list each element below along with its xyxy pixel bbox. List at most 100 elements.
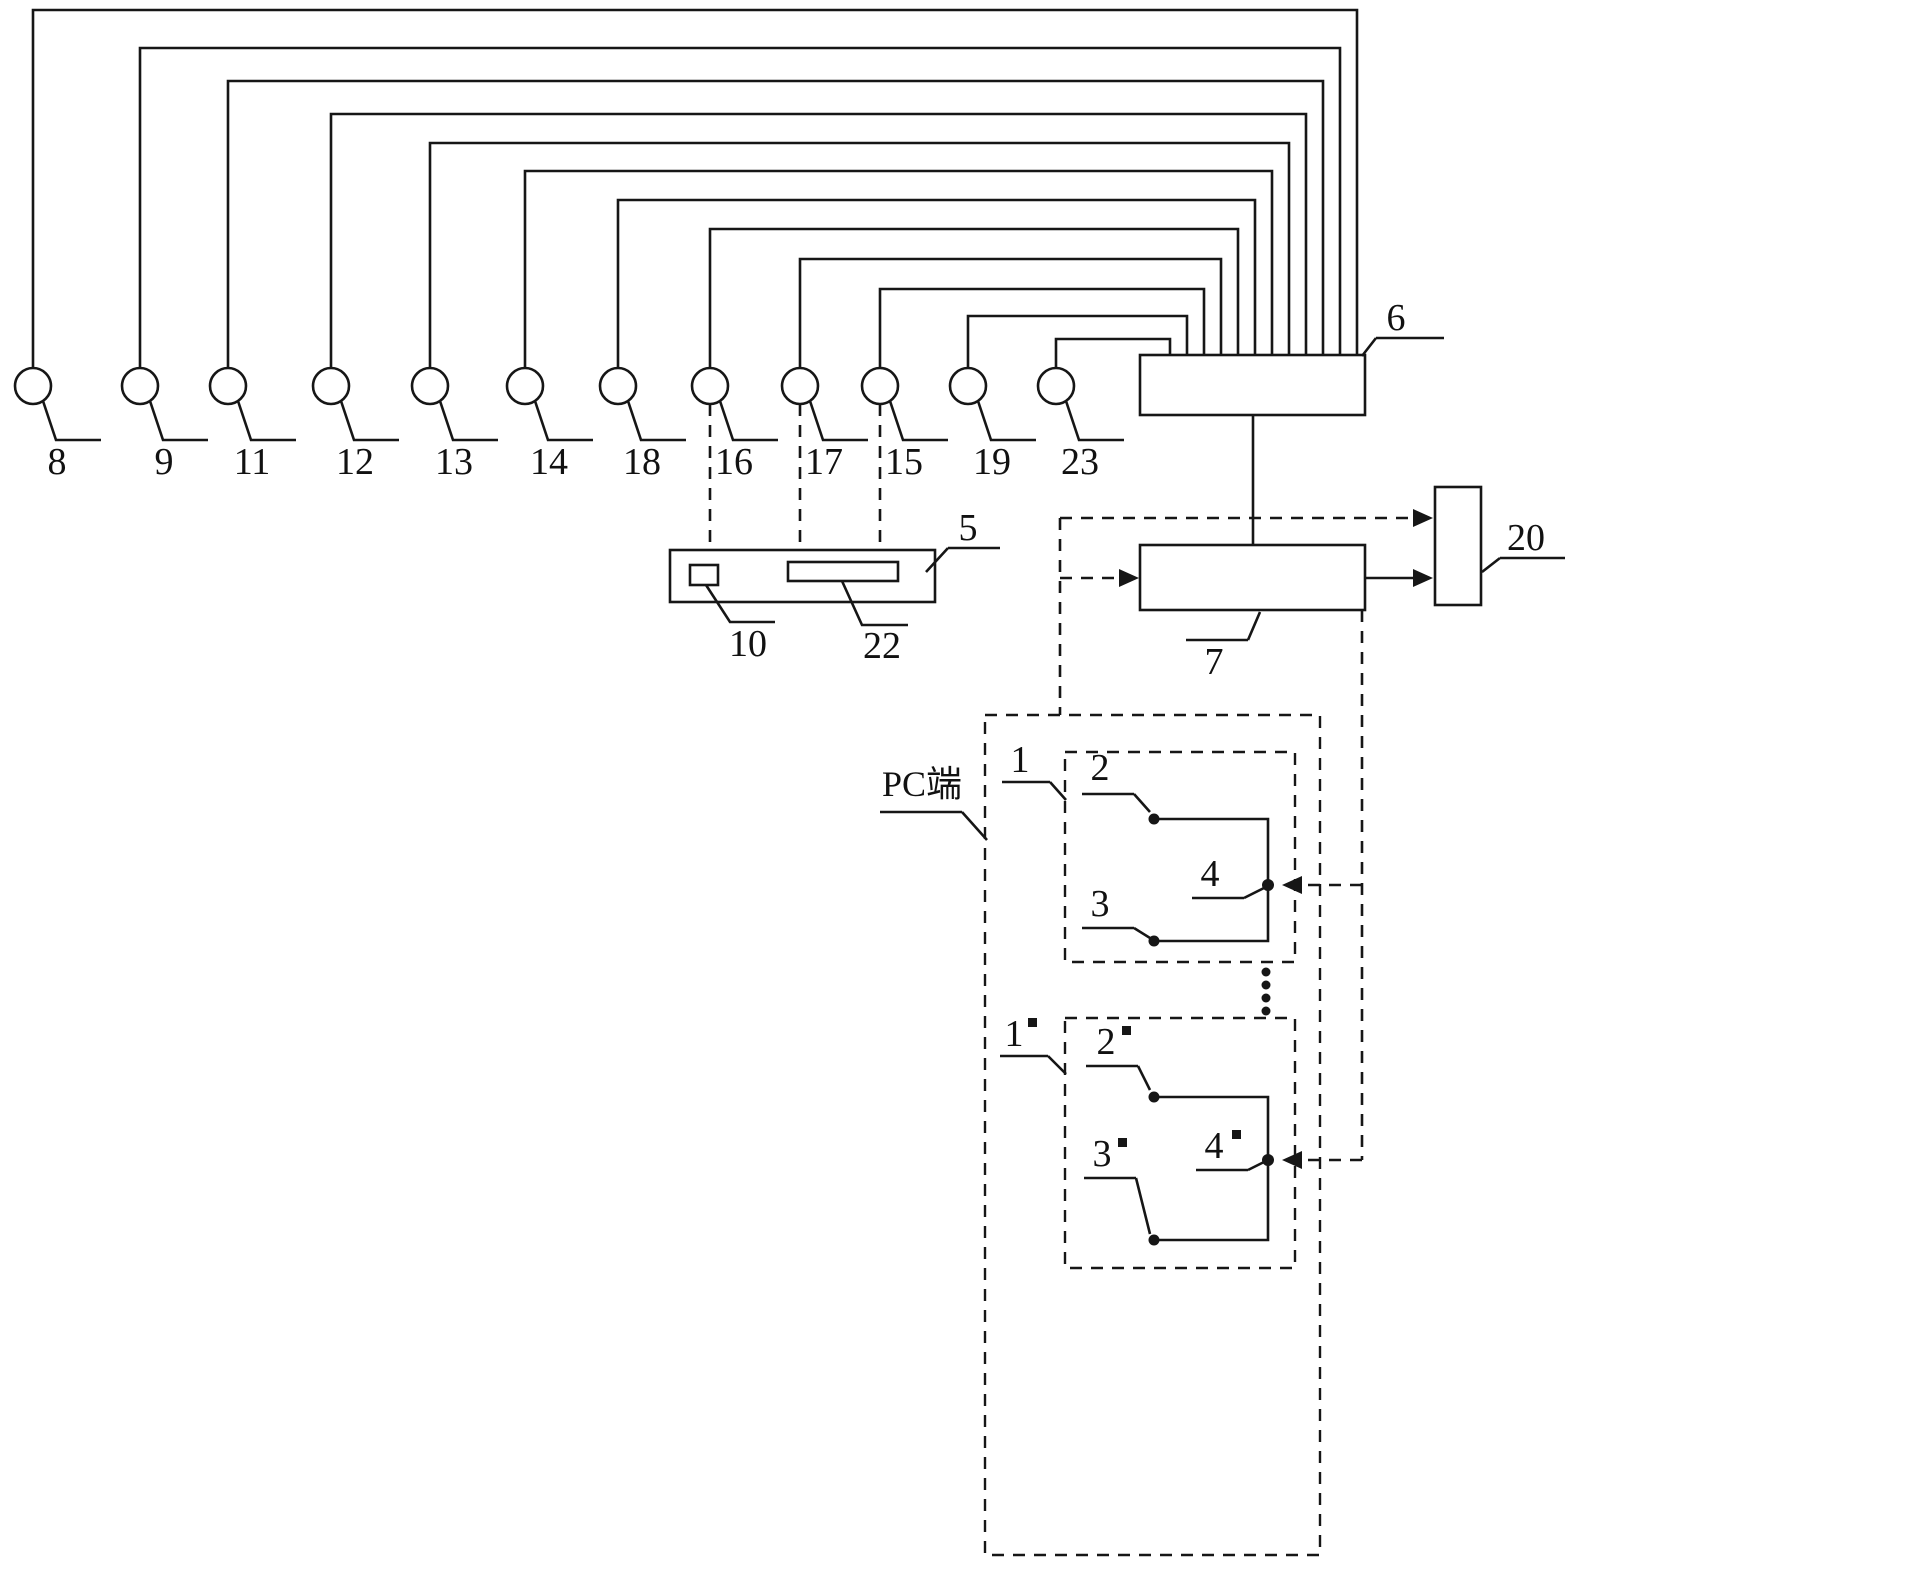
ellipsis-dot (1261, 1006, 1271, 1016)
block-20-label: 20 (1507, 517, 1545, 559)
sensor-node-12: 12 (311, 112, 1308, 483)
arrowhead-right-icon (1413, 509, 1433, 527)
component-10-label: 10 (729, 623, 767, 665)
group-1-label: 1 (1011, 739, 1030, 781)
sensor-label: 8 (48, 441, 67, 483)
ellipsis-dot (1261, 980, 1271, 990)
group-1-prime-label: 1 (1005, 1013, 1024, 1055)
prime-mark (1232, 1130, 1241, 1139)
signal-line (31, 8, 1359, 368)
node-3-label: 3 (1091, 883, 1110, 925)
label-leader-line (1000, 1054, 1067, 1075)
sensor-circle (948, 366, 988, 406)
sensor-circle (311, 366, 351, 406)
arrow-7-to-20 (1365, 569, 1433, 587)
label-leader-line (1064, 400, 1124, 442)
label-leader-line (236, 400, 296, 442)
sensor-node-14: 14 (505, 169, 1274, 483)
signal-line (138, 46, 1342, 368)
sensor-node-23: 23 (1036, 337, 1172, 483)
node-4-prime-label: 4 (1205, 1125, 1224, 1167)
module-group-1-prime-border (1063, 1016, 1297, 1270)
prime-mark (1118, 1138, 1127, 1147)
sensor-label: 18 (623, 441, 661, 483)
label-leader-line (626, 400, 686, 442)
node-4-label: 4 (1201, 853, 1220, 895)
sensor-node-18: 18 (598, 198, 1257, 483)
label-leader-line (888, 400, 948, 442)
label-leader-line (718, 400, 778, 442)
arrowhead-right-icon (1413, 569, 1433, 587)
module-group-1: 1 2 3 4 (1002, 739, 1297, 964)
label-leader-line (438, 400, 498, 442)
dashed-arrow-to-junction-4 (1282, 876, 1362, 894)
label-leader-line (880, 810, 988, 841)
sensor-label: 16 (715, 441, 753, 483)
label-leader-line (41, 400, 101, 442)
signal-line (523, 169, 1274, 368)
label-leader-line (1186, 611, 1262, 642)
sensor-label: 11 (234, 441, 271, 483)
arrowhead-right-icon (1119, 569, 1139, 587)
sensor-node-9: 9 (120, 46, 1342, 483)
junction-4-dot (1262, 879, 1274, 891)
component-10-box (688, 563, 720, 587)
arrowhead-left-icon (1282, 876, 1302, 894)
module-group-1-prime: 1 2 3 4 (1000, 1013, 1297, 1270)
sensor-circle (505, 366, 545, 406)
signal-line (878, 287, 1206, 368)
dashed-arrow-to-7 (1060, 569, 1139, 587)
label-leader-line (1196, 1160, 1265, 1172)
sensor-node-8: 8 (13, 8, 1359, 483)
pc-panel-label: PC端 (882, 764, 962, 804)
label-leader-line (533, 400, 593, 442)
sensor-node-15: 15 (860, 287, 1206, 483)
sensor-node-11: 11 (208, 79, 1325, 483)
sensor-circle (1036, 366, 1076, 406)
component-22-label: 22 (863, 625, 901, 667)
signal-line (966, 314, 1189, 368)
signal-line (1054, 337, 1172, 368)
signal-line (616, 198, 1257, 368)
sensor-circle (410, 366, 450, 406)
sensor-circle (860, 366, 900, 406)
module-group-1-border (1063, 750, 1297, 964)
node-3-prime-label: 3 (1093, 1133, 1112, 1175)
junction-4-prime-dot (1262, 1154, 1274, 1166)
signal-line (798, 257, 1223, 368)
node-bracket-line (1154, 1095, 1270, 1242)
label-leader-line (1192, 886, 1265, 900)
sensor-circle (120, 366, 160, 406)
signal-line (226, 79, 1325, 368)
sensor-node-17: 17 (780, 257, 1223, 483)
block-7-box (1138, 543, 1367, 612)
label-leader-line (1086, 1064, 1152, 1091)
sensor-label: 14 (530, 441, 568, 483)
sensor-circle (598, 366, 638, 406)
ellipsis-dot (1261, 967, 1271, 977)
node-3-dot (1148, 935, 1160, 947)
ellipsis-dot (1261, 993, 1271, 1003)
pc-panel-border (983, 713, 1322, 1557)
dashed-arrow-to-junction-4p (1282, 1151, 1362, 1169)
sensor-label: 9 (155, 441, 174, 483)
label-leader-line (976, 400, 1036, 442)
block-6: 6 (1138, 297, 1444, 417)
label-leader-line (1082, 792, 1151, 813)
sensor-node-16: 16 (690, 227, 1240, 483)
sensor-node-13: 13 (410, 141, 1291, 483)
sensor-circle (208, 366, 248, 406)
block-20-box (1433, 485, 1483, 607)
node-2-prime-label: 2 (1097, 1021, 1116, 1063)
sensor-label: 12 (336, 441, 374, 483)
prime-mark (1028, 1018, 1037, 1027)
block-20: 20 (1433, 485, 1565, 607)
label-leader-line (840, 580, 908, 627)
block-6-label: 6 (1387, 297, 1406, 339)
pc-panel: PC端 1 2 3 4 1 (880, 713, 1322, 1557)
signal-line (708, 227, 1240, 368)
continuation-dots (1261, 967, 1271, 1016)
sensor-circle (13, 366, 53, 406)
label-leader-line (1084, 1176, 1152, 1235)
